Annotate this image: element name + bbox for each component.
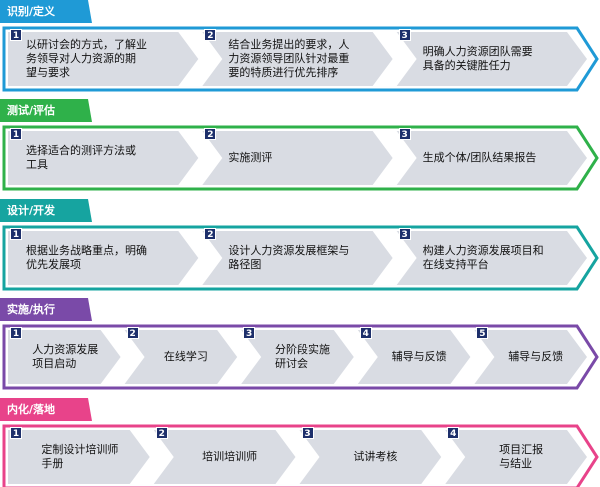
- step-number-badge: 3: [398, 128, 411, 140]
- step-text: 在线学习: [163, 350, 208, 363]
- step-chevron: [153, 430, 296, 484]
- step-text: 选择适合的测评方法或 工具: [26, 144, 136, 171]
- phase-tab: [0, 99, 92, 122]
- step-text: 结合业务提出的要求，人 力资源领导团队针对最重 要的特质进行优先排序: [228, 38, 350, 79]
- step-text: 辅导与反馈: [508, 350, 564, 363]
- step-number-badge: 2: [155, 427, 168, 439]
- step-text: 项目汇报 与结业: [499, 443, 544, 470]
- phase-tab: [0, 298, 92, 321]
- step-number-badge: 1: [10, 327, 22, 339]
- step-text: 根据业务战略重点，明确 优先发展项: [26, 244, 147, 271]
- step-chevron: [8, 231, 199, 285]
- step-chevron: [124, 330, 238, 384]
- step-chevron: [202, 131, 393, 185]
- step-number-badge: 4: [447, 427, 460, 439]
- step-text: 辅导与反馈: [391, 350, 447, 363]
- step-text: 以研讨会的方式，了解业 务领导对人力资源的期 望与要求: [26, 38, 147, 79]
- phase-tab: [0, 199, 92, 222]
- step-number-badge: 3: [301, 427, 314, 439]
- step-number-badge: 2: [204, 128, 217, 140]
- step-chevron: [396, 231, 587, 285]
- phase-band: [2, 424, 599, 487]
- step-text: 实施测评: [228, 151, 273, 164]
- step-number-badge: 2: [204, 228, 217, 240]
- step-number-badge: 1: [10, 128, 22, 140]
- phase-title: 内化/落地: [7, 403, 56, 416]
- phase-title: 测试/评估: [7, 104, 56, 117]
- step-chevron: [202, 231, 393, 285]
- step-number-badge: 2: [204, 29, 217, 41]
- phase-title: 识别/定义: [7, 5, 56, 18]
- phase-tab: [0, 0, 92, 23]
- step-chevron: [299, 430, 442, 484]
- step-number-badge: 2: [126, 327, 139, 339]
- phase-title: 实施/执行: [7, 303, 56, 316]
- step-chevron: [8, 330, 121, 384]
- step-text: 构建人力资源发展项目和 在线支持平台: [422, 244, 544, 271]
- step-chevron: [8, 430, 150, 484]
- step-number-badge: 5: [476, 327, 489, 339]
- step-text: 试讲考核: [353, 450, 398, 463]
- step-text: 生成个体/团队结果报告: [422, 151, 537, 164]
- step-number-badge: 1: [10, 228, 22, 240]
- step-number-badge: 4: [359, 327, 372, 339]
- step-chevron: [8, 32, 199, 86]
- step-number-badge: 1: [10, 427, 22, 439]
- step-text: 设计人力资源发展框架与 路径图: [228, 244, 350, 271]
- phase-tab: [0, 398, 92, 421]
- step-chevron: [396, 131, 587, 185]
- step-text: 培训培训师: [202, 450, 258, 463]
- step-chevron: [8, 131, 199, 185]
- step-text: 定制设计培训师 手册: [41, 443, 119, 470]
- step-chevron: [396, 32, 587, 86]
- step-number-badge: 3: [243, 327, 256, 339]
- step-chevron: [474, 330, 587, 384]
- step-chevron: [357, 330, 471, 384]
- step-text: 明确人力资源团队需要 具备的关键胜任力: [422, 45, 533, 72]
- step-number-badge: 1: [10, 29, 22, 41]
- step-number-badge: 3: [398, 228, 411, 240]
- step-text: 分阶段实施 研讨会: [274, 343, 330, 370]
- step-chevron: [202, 32, 393, 86]
- phase-title: 设计/开发: [7, 204, 56, 217]
- step-chevron: [445, 430, 587, 484]
- step-chevron: [241, 330, 354, 384]
- step-number-badge: 3: [398, 29, 411, 41]
- step-text: 人力资源发展 项目启动: [32, 343, 99, 370]
